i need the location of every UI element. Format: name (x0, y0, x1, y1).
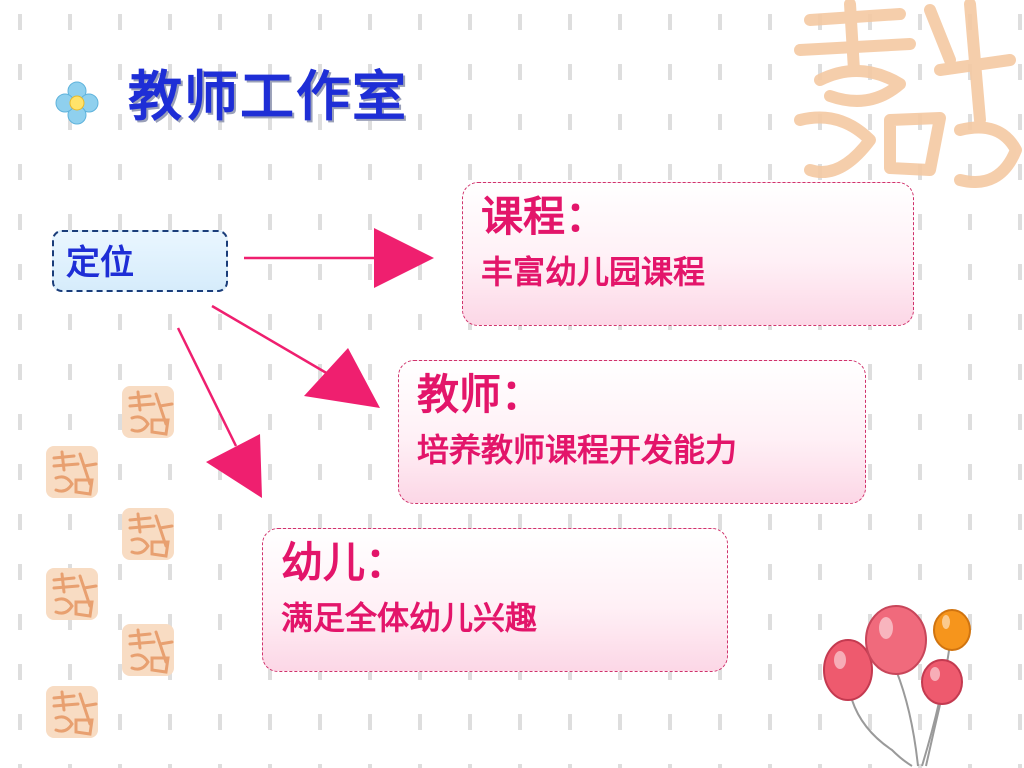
page-title: 教师工作室 (128, 65, 408, 128)
auspicious-seal-icon (46, 686, 98, 738)
auspicious-seal-icon (122, 508, 174, 560)
children-card: 幼儿： 满足全体幼儿兴趣 (262, 528, 728, 672)
flower-bullet-icon (55, 81, 99, 125)
positioning-label: 定位 (66, 243, 134, 283)
balloons-icon (823, 605, 971, 767)
teacher-heading: 教师： (417, 370, 544, 419)
auspicious-seal-icon (46, 568, 98, 620)
teacher-detail: 培养教师课程开发能力 (417, 431, 738, 469)
auspicious-seal-icon (122, 386, 174, 438)
children-heading: 幼儿： (281, 538, 408, 587)
children-detail: 满足全体幼儿兴趣 (281, 599, 538, 637)
teacher-card: 教师： 培养教师课程开发能力 (398, 360, 866, 504)
course-detail: 丰富幼儿园课程 (481, 253, 706, 291)
course-card: 课程： 丰富幼儿园课程 (462, 182, 914, 326)
course-heading: 课程： (481, 192, 608, 241)
auspicious-seal-icon (46, 446, 98, 498)
positioning-box (52, 230, 228, 292)
calligraphy-decoration-icon (794, 0, 1022, 188)
auspicious-seal-icon (122, 624, 174, 676)
